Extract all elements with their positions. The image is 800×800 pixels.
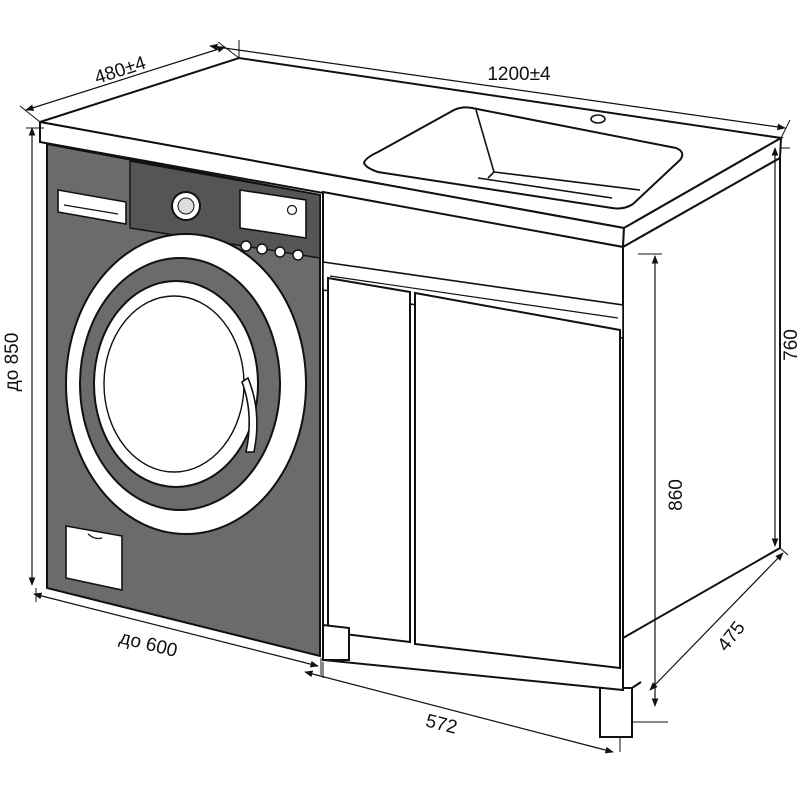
washer-button-2 xyxy=(256,243,268,255)
cabinet-drawer-gap xyxy=(329,275,619,319)
label-depth-top: 480±4 xyxy=(92,53,149,89)
dim-line-cabinet-width xyxy=(304,670,614,754)
dim-line-width-top xyxy=(209,43,786,131)
washer-door-glass xyxy=(103,295,245,473)
washer-door-handle xyxy=(241,376,258,453)
cabinet-leg-right xyxy=(599,687,633,738)
washer-button-4 xyxy=(292,249,304,261)
washer-button-1 xyxy=(240,240,252,252)
cabinet-door-left xyxy=(327,276,411,644)
washer-button-3 xyxy=(274,246,286,258)
washer-program-knob-inner xyxy=(177,197,195,215)
label-washer-width: до 600 xyxy=(117,627,179,662)
washer-filter-hatch xyxy=(65,525,123,591)
dim-line-depth-top xyxy=(25,46,226,111)
label-cabinet-depth: 475 xyxy=(714,618,750,656)
label-cabinet-height-760: 760 xyxy=(781,329,800,361)
label-washer-height: до 850 xyxy=(2,333,23,392)
cabinet-side xyxy=(599,156,781,738)
dimension-lines xyxy=(19,40,791,754)
washer-detergent-drawer xyxy=(57,189,127,225)
cabinet-door-right xyxy=(414,291,621,670)
dim-line-washer-width xyxy=(33,592,319,668)
ext-line-475-b xyxy=(779,547,789,556)
washer-display xyxy=(239,189,307,239)
label-cabinet-width: 572 xyxy=(423,711,459,739)
washing-machine-icon xyxy=(46,142,321,658)
cabinet-front xyxy=(322,190,624,692)
faucet-hole xyxy=(590,114,606,124)
cabinet-leg-left xyxy=(322,623,350,661)
washer-drawer-handle xyxy=(63,204,119,215)
sink-inner-wall xyxy=(475,109,641,199)
washer-display-dial xyxy=(286,204,298,216)
dim-line-cabinet-depth xyxy=(649,552,784,691)
washer-filter-notch xyxy=(87,533,103,540)
label-inner-height-860: 860 xyxy=(666,479,687,511)
ext-line-width-b xyxy=(780,119,791,139)
cabinet-leg-right-back xyxy=(631,681,642,689)
label-width-top: 1200±4 xyxy=(487,64,551,85)
ext-line-depth-a xyxy=(19,105,41,123)
